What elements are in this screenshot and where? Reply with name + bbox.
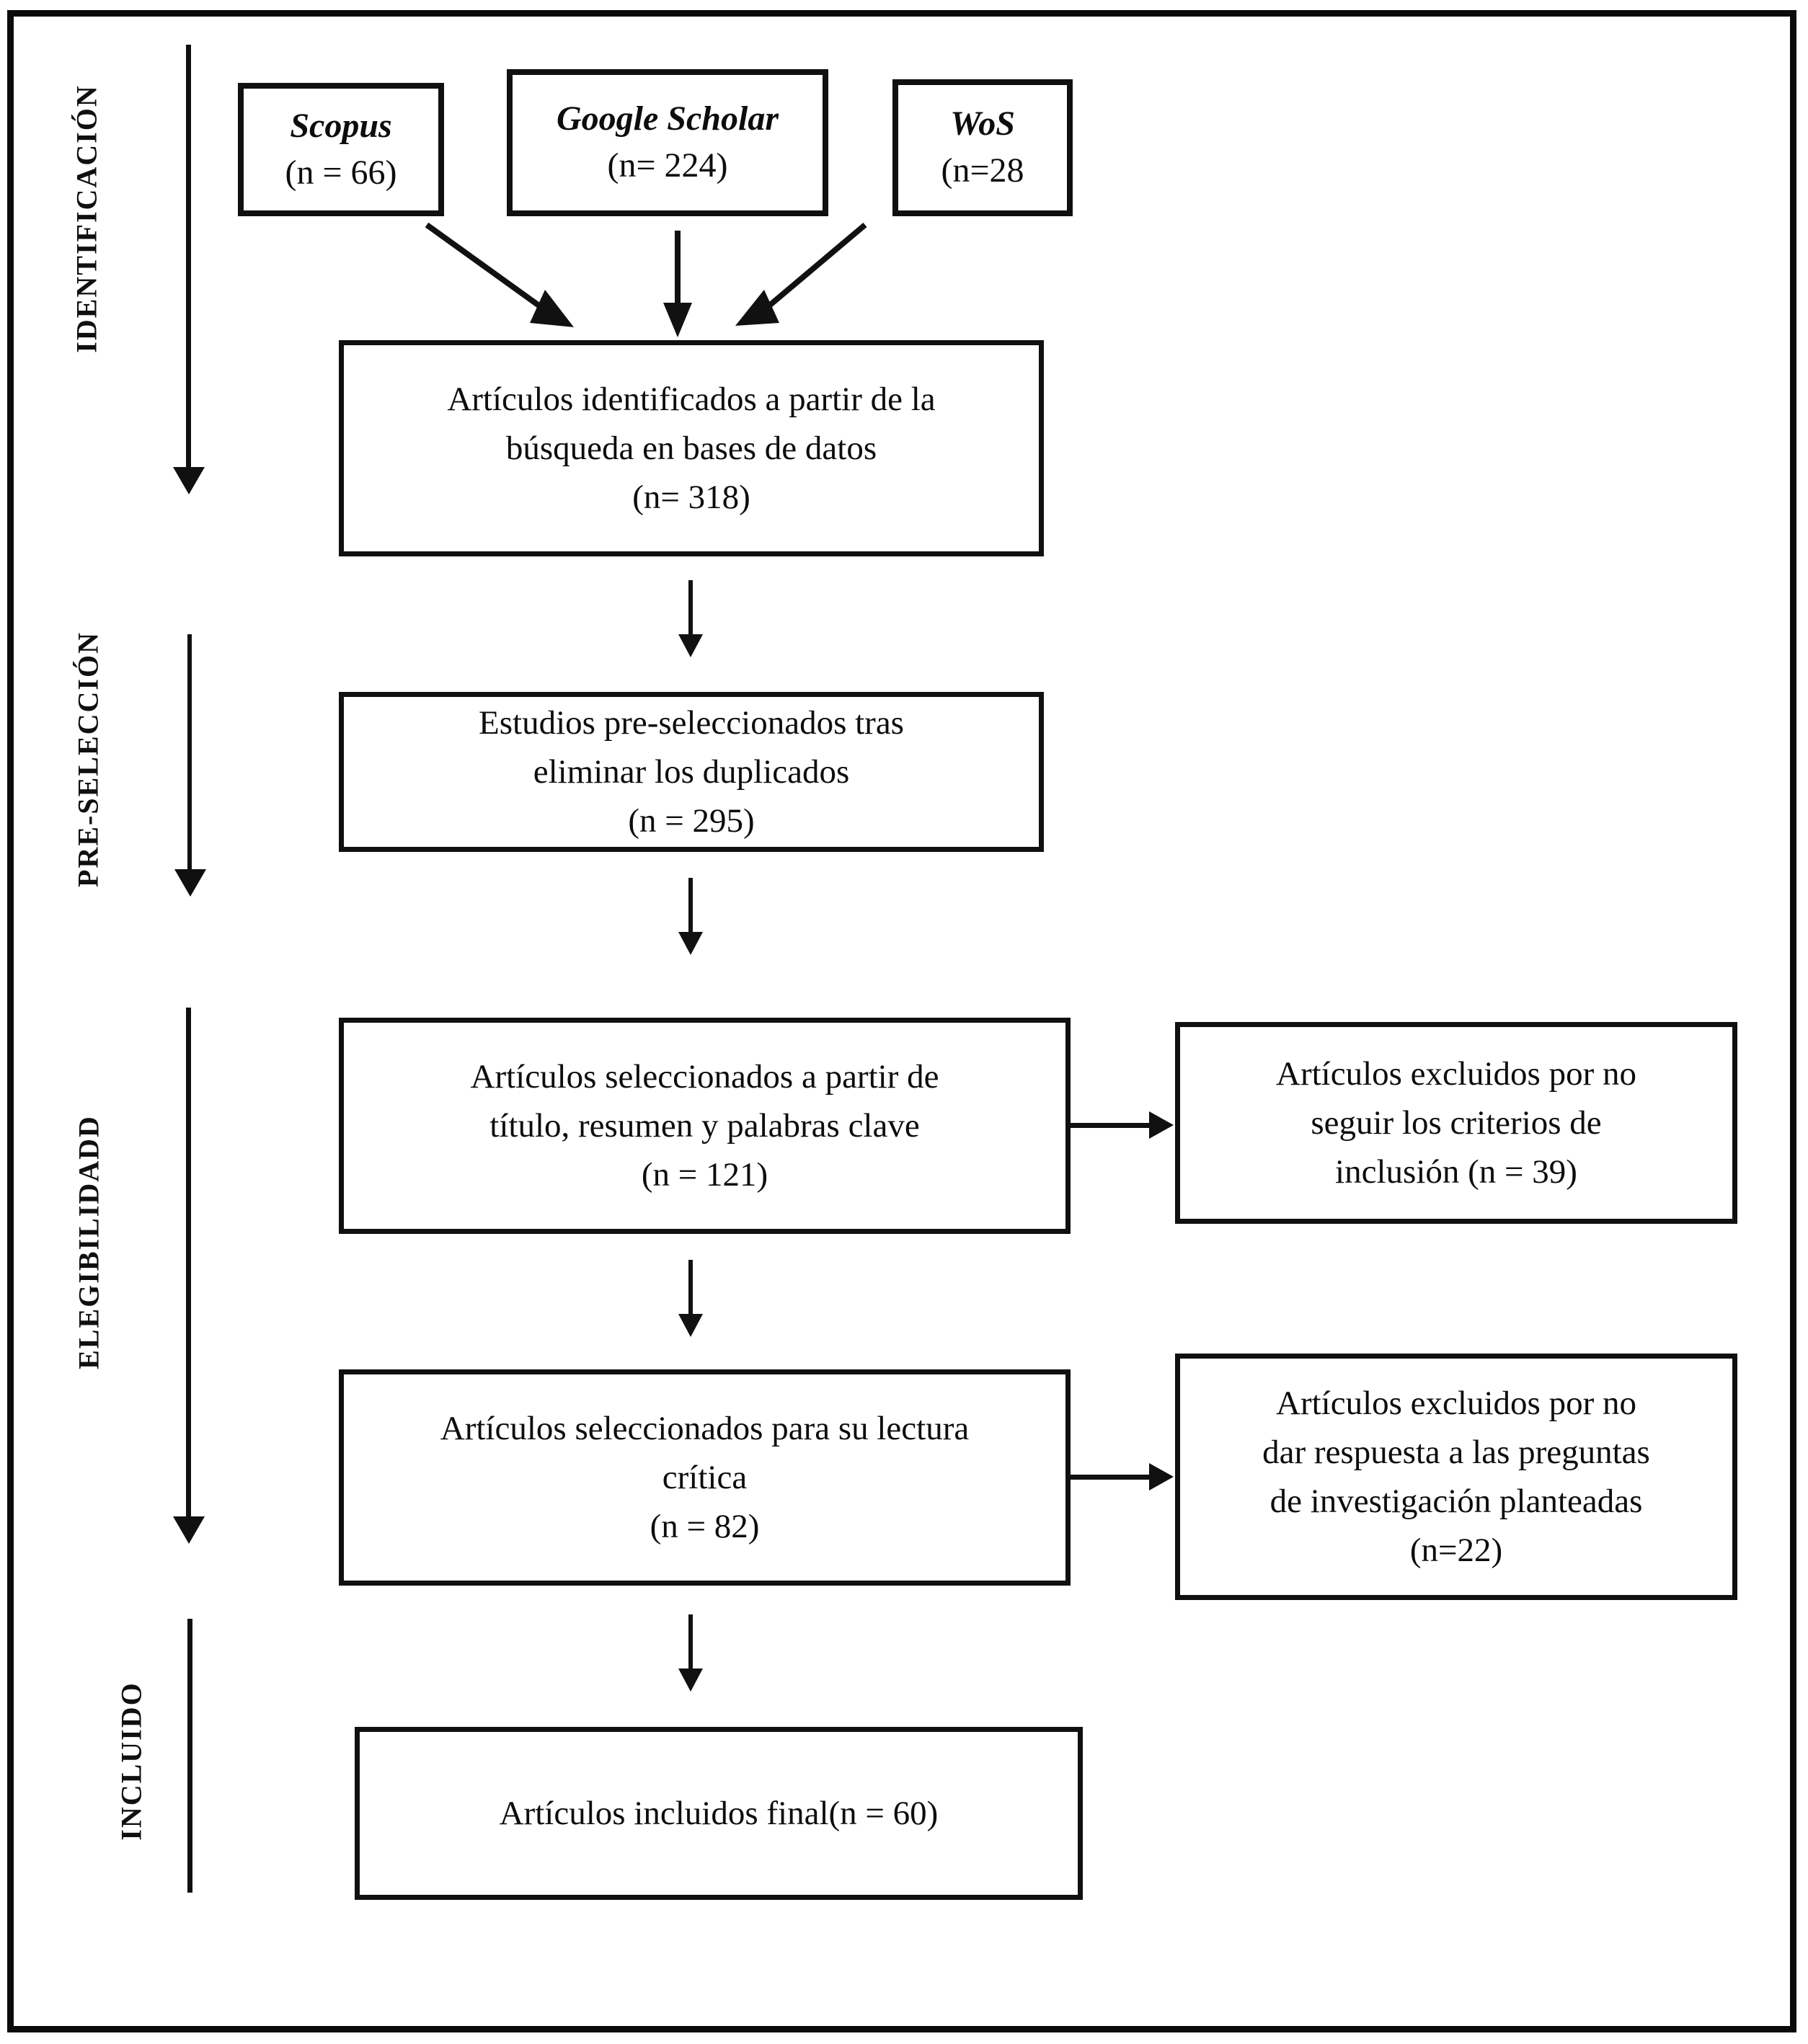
connector-lectura-to-incluidos-final — [688, 1614, 693, 1681]
source-box-scopus-content: Scopus (n = 66) — [244, 103, 438, 197]
excluded-box-preguntas-line-2: dar respuesta a las preguntas — [1262, 1433, 1650, 1471]
stage-arrowhead-elegibilidad — [173, 1516, 205, 1544]
source-box-google-scholar-content: Google Scholar (n= 224) — [513, 96, 823, 190]
excluded-box-preguntas-line-4: (n=22) — [1409, 1532, 1503, 1570]
flow-box-seleccionados-lectura[interactable]: Artículos seleccionados para su lectura … — [339, 1369, 1071, 1586]
stage-label-pre-seleccion: PRE-SELECCIÓN — [71, 631, 105, 887]
source-name-scopus: Scopus — [290, 106, 392, 145]
connector-identificados-to-preseleccionados — [688, 580, 693, 646]
flow-box-identificados-line-3: (n= 318) — [632, 479, 750, 517]
flow-box-seleccionados-titulo-text: Artículos seleccionados a partir de títu… — [344, 1052, 1065, 1199]
source-count-scopus: (n = 66) — [285, 153, 397, 192]
flow-box-pre-seleccionados-line-2: eliminar los duplicados — [533, 752, 850, 791]
flow-box-seleccionados-titulo-line-3: (n = 121) — [641, 1156, 768, 1194]
stage-label-elegibilidad: ELEGIBILIDADD — [72, 1115, 105, 1369]
flow-box-pre-seleccionados-line-3: (n = 295) — [628, 802, 755, 840]
stage-arrowhead-pre-seleccion — [174, 869, 206, 897]
source-count-google-scholar: (n= 224) — [607, 146, 728, 185]
flow-box-identificados-text: Artículos identificados a partir de la b… — [344, 375, 1039, 522]
arrowhead-preseleccionados-to-seleccionados-titulo — [678, 932, 703, 955]
source-count-wos: (n=28 — [941, 151, 1024, 190]
flow-box-pre-seleccionados-text: Estudios pre-seleccionados tras eliminar… — [344, 698, 1039, 845]
excluded-box-criterios-text: Artículos excluidos por no seguir los cr… — [1180, 1049, 1732, 1196]
flow-box-seleccionados-titulo-line-2: título, resumen y palabras clave — [489, 1106, 920, 1145]
flow-box-incluidos-final-text: Artículos incluidos final(n = 60) — [499, 1794, 939, 1832]
flow-box-seleccionados-titulo-line-1: Artículos seleccionados a partir de — [470, 1057, 939, 1096]
connector-seleccionados-titulo-to-excluidos-criterios — [1071, 1123, 1158, 1128]
stage-rule-identificacion — [186, 45, 191, 477]
flow-box-identificados-line-1: Artículos identificados a partir de la — [447, 380, 936, 418]
flow-box-seleccionados-lectura-line-1: Artículos seleccionados para su lectura — [440, 1409, 970, 1447]
flow-box-seleccionados-titulo[interactable]: Artículos seleccionados a partir de títu… — [339, 1018, 1071, 1234]
stage-rule-incluido — [187, 1619, 192, 1893]
excluded-box-preguntas-line-3: de investigación planteadas — [1269, 1483, 1643, 1520]
excluded-box-criterios-line-1: Artículos excluidos por no — [1276, 1054, 1636, 1093]
flow-box-incluidos-final[interactable]: Artículos incluidos final(n = 60) — [355, 1727, 1083, 1900]
flow-box-seleccionados-lectura-line-3: (n = 82) — [650, 1508, 760, 1546]
source-box-scopus[interactable]: Scopus (n = 66) — [238, 83, 444, 216]
connector-lectura-to-excluidos-preguntas — [1071, 1475, 1158, 1480]
arrowhead-seleccionados-titulo-to-excluidos-criterios — [1149, 1111, 1174, 1139]
arrowhead-lectura-to-excluidos-preguntas — [1149, 1463, 1174, 1490]
stage-label-incluido: INCLUIDO — [115, 1681, 148, 1841]
flow-box-identificados[interactable]: Artículos identificados a partir de la b… — [339, 340, 1044, 556]
flow-box-identificados-line-2: búsqueda en bases de datos — [505, 429, 877, 467]
excluded-box-preguntas-line-1: Artículos excluidos por no — [1276, 1384, 1636, 1422]
connector-seleccionados-titulo-to-lectura — [688, 1260, 693, 1326]
source-name-google-scholar: Google Scholar — [556, 99, 779, 138]
excluded-box-preguntas[interactable]: Artículos excluidos por no dar respuesta… — [1175, 1354, 1737, 1600]
arrowhead-seleccionados-titulo-to-lectura — [678, 1314, 703, 1337]
source-box-wos[interactable]: WoS (n=28 — [892, 79, 1073, 216]
stage-rule-elegibilidad — [186, 1008, 191, 1527]
flow-box-pre-seleccionados-line-1: Estudios pre-seleccionados tras — [479, 703, 904, 742]
excluded-box-criterios-line-2: seguir los criterios de — [1311, 1103, 1602, 1142]
source-box-wos-content: WoS (n=28 — [898, 101, 1067, 195]
excluded-box-criterios[interactable]: Artículos excluidos por no seguir los cr… — [1175, 1022, 1737, 1224]
arrowhead-lectura-to-incluidos-final — [678, 1668, 703, 1692]
source-name-wos: WoS — [950, 105, 1015, 143]
flow-box-seleccionados-lectura-text: Artículos seleccionados para su lectura … — [344, 1404, 1065, 1551]
connector-preseleccionados-to-seleccionados-titulo — [688, 878, 693, 944]
stage-label-identificacion: IDENTIFICACIÓN — [70, 84, 103, 353]
excluded-box-preguntas-text: Artículos excluidos por no dar respuesta… — [1180, 1379, 1732, 1576]
flow-box-seleccionados-lectura-line-2: crítica — [662, 1458, 748, 1496]
source-box-google-scholar[interactable]: Google Scholar (n= 224) — [507, 69, 828, 216]
stage-rule-pre-seleccion — [187, 634, 192, 879]
excluded-box-criterios-line-3: inclusión (n = 39) — [1335, 1153, 1577, 1191]
stage-arrowhead-identificacion — [173, 467, 205, 494]
flow-box-pre-seleccionados[interactable]: Estudios pre-seleccionados tras eliminar… — [339, 692, 1044, 852]
arrowhead-identificados-to-preseleccionados — [678, 634, 703, 657]
